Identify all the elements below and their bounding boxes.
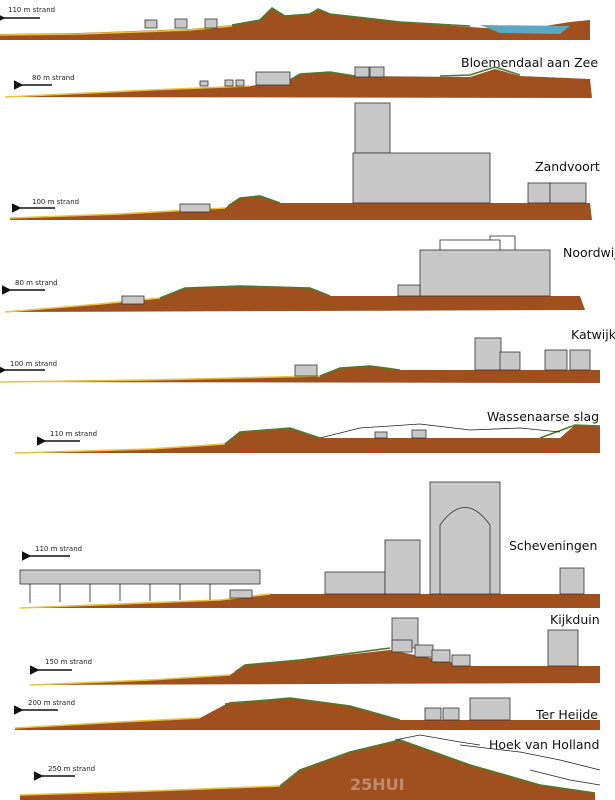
water <box>480 25 570 34</box>
profile-1: 110 m strand <box>0 6 590 40</box>
profile-4: Noordwijk 80 m strand <box>1 235 615 313</box>
profile-9: Ter Heijde 200 m strand <box>13 697 600 730</box>
strand-label: 80 m strand <box>15 279 58 287</box>
profile-7: Scheveningen 110 m strand <box>19 481 600 609</box>
strand-label: 100 m strand <box>10 360 57 368</box>
pier <box>19 569 261 585</box>
profile-label: Bloemendaal aan Zee <box>461 55 598 70</box>
strand-label: 110 m strand <box>35 545 82 553</box>
profile-8: Kijkduin 150 m strand <box>29 612 600 686</box>
profile-2: Bloemendaal aan Zee 80 m strand <box>4 55 598 98</box>
strand-label: 80 m strand <box>32 74 75 82</box>
strand-label: 100 m strand <box>32 198 79 206</box>
profile-3: Zandvoort 100 m strand <box>9 102 600 220</box>
profile-6: Wassenaarse slag 110 m strand <box>14 409 601 454</box>
profile-label: Wassenaarse slag <box>487 409 599 424</box>
strand-label: 150 m strand <box>45 658 92 666</box>
profile-label: Hoek van Holland <box>489 737 599 752</box>
strand-label: 250 m strand <box>48 765 95 773</box>
profile-label: Zandvoort <box>535 159 600 174</box>
profile-label: Noordwijk <box>563 245 615 260</box>
profile-10: Hoek van Holland 250 m strand 25HUI <box>19 734 601 800</box>
profile-label: Kijkduin <box>550 612 600 627</box>
profile-label: Ter Heijde <box>535 707 598 722</box>
strand-label: 110 m strand <box>8 6 55 14</box>
watermark: 25HUI <box>350 775 405 794</box>
profile-5: Katwijk 100 m strand <box>0 327 615 383</box>
strand-label: 110 m strand <box>50 430 97 438</box>
profile-label: Scheveningen <box>509 538 597 553</box>
strand-label: 200 m strand <box>28 699 75 707</box>
profile-label: Katwijk <box>571 327 615 342</box>
